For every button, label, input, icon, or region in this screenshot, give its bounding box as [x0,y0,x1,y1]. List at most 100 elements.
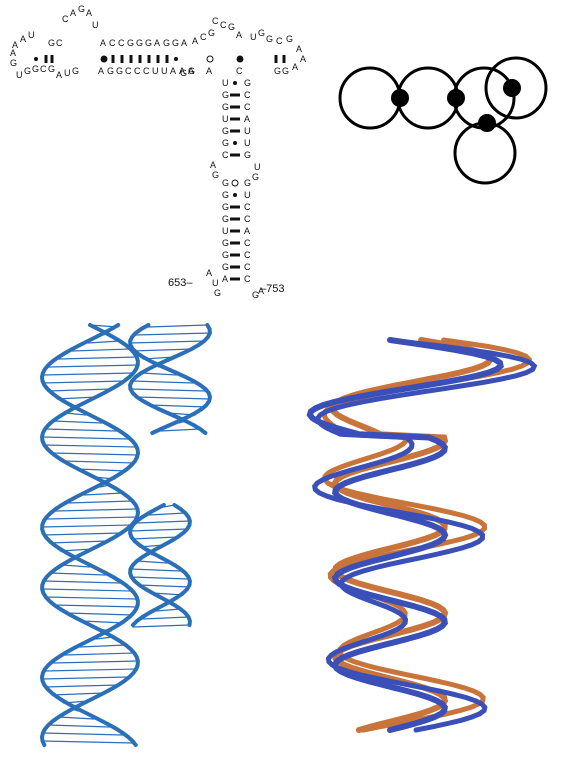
base-rung [52,693,104,695]
nucleotide-right-top: C [212,16,219,26]
nucleotide-stem-left-lower: G [222,238,229,248]
nucleotide-stem-right: A [244,114,250,124]
nucleotide-stem-right-lower: U [244,190,251,200]
nucleotide-right-top: G [286,34,293,44]
base-pair-gu [34,57,38,61]
base-pair-noncanonical [207,56,213,62]
nucleotide-right-bottom: C [236,66,243,76]
nucleotide-stem-left-lower: U [222,226,229,236]
nucleotide-stem-right: C [244,102,251,112]
nucleotide-bulge: G [252,172,259,182]
nucleotide-right-top: A [300,54,306,64]
nucleotide-right-bottom: A [188,66,194,76]
base-rung [130,341,204,343]
nucleotide-stem-left-lower: A [222,274,228,284]
nucleotide-stem-left-lower: G [222,262,229,272]
nucleotide-right-bottom: A [206,66,212,76]
base-rung [42,589,130,591]
nucleotide-top-strand: A [154,38,160,48]
base-rung [56,509,138,511]
nucleotide-stem-right-lower: A [244,226,250,236]
nucleotide-right-top: A [236,30,242,40]
base-rung [141,373,177,375]
nucleotide-stem-left-lower: G [222,202,229,212]
nucleotide-left-arm: C [56,38,63,48]
junction-schematic-panel [330,40,550,190]
nucleotide-stem-left: U [222,114,229,124]
nucleotide-left-arm-bottom: U [64,68,71,78]
base-rung [45,429,117,431]
base-rung [43,381,125,383]
base-rung [137,521,190,523]
base-rung [52,453,138,455]
nucleotide-top-strand: G [163,38,170,48]
base-rung [161,429,200,431]
nucleotide-stem-left: G [222,102,229,112]
base-rung [132,381,194,383]
nucleotide-right-top: C [276,36,283,46]
nucleotide-stem-right-lower: C [244,202,251,212]
base-rung [69,501,133,503]
base-rung [62,565,90,567]
schematic-loop-5 [455,123,515,183]
base-rung [53,421,102,423]
nucleotide-stem-right: C [244,90,251,100]
nucleotide-end: U [212,278,219,288]
nucleotide-left-arm: A [10,48,16,58]
nucleotide-bulge: U [254,162,261,172]
nucleotide-bottom-strand: C [143,66,150,76]
base-rung [43,373,133,375]
schematic-junction-node-2 [447,89,465,107]
nucleotide-stem-left-lower: G [222,250,229,260]
nucleotide-left-arm-bottom: G [48,64,55,74]
nucleotide-bulge: G [212,170,219,180]
nucleotide-stem-left: G [222,138,229,148]
base-rung [44,445,135,447]
base-rung [150,405,206,407]
nucleotide-stem-right-lower: C [244,214,251,224]
schematic-junction-node-4 [478,114,496,132]
base-rung [131,537,177,539]
base-rung [148,325,207,327]
nucleotide-right-bottom: G [274,66,281,76]
nucleotide-left-arm-bottom: U [16,70,23,80]
base-rung [45,669,136,671]
nucleotide-bottom-strand: U [152,66,159,76]
nucleotide-right-top: G [228,22,235,32]
base-rung [51,573,106,575]
nucleotide-right-bottom: G [180,68,187,78]
base-rung [43,733,123,735]
schematic-junction-node-3 [503,79,521,97]
base-rung [88,341,120,343]
nucleotide-top-strand: G [136,38,143,48]
base-rung [63,461,135,463]
nucleotide-top-strand: C [109,38,116,48]
base-rung [131,569,181,571]
nucleotide-bottom-strand: G [107,66,114,76]
base-pair-gu [233,141,237,145]
nucleotide-right-top: A [296,44,302,54]
nucleotide-bottom-strand: A [170,66,176,76]
nucleotide-bottom-strand: C [125,66,132,76]
schematic-junction-node-1 [391,89,409,107]
nucleotide-bottom-strand: C [134,66,141,76]
nucleotide-right-top: U [250,32,257,42]
base-rung [42,525,131,527]
nucleotide-bottom-strand: A [98,66,104,76]
nucleotide-stem-right-lower: C [244,238,251,248]
base-rung [139,585,189,587]
base-pair-gu [233,81,237,85]
nucleotide-right-top: G [258,28,265,38]
base-rung [48,389,112,391]
nucleotide-stem-left: U [222,78,229,88]
nucleotide-stem-right: G [244,150,251,160]
base-rung [65,653,134,655]
base-rung [43,533,121,535]
base-rung [48,725,109,727]
end-position-label: –753 [260,283,284,295]
nucleotide-stem-left-lower: G [222,190,229,200]
nucleotide-stem-left: G [222,90,229,100]
nucleotide-stem-right: G [244,78,251,88]
